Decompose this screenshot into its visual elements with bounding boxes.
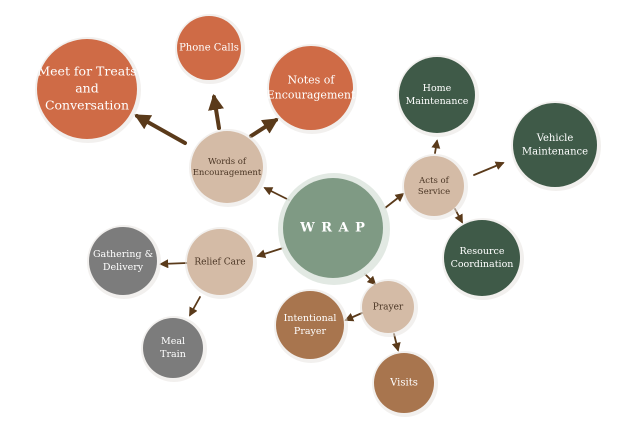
node-circle (177, 16, 241, 80)
node-label: Relief Care (194, 258, 245, 268)
node-label: Meet for Treats (37, 64, 136, 79)
arrow-connector (431, 139, 441, 154)
arrow-connector (391, 333, 401, 352)
node-label: W R A P (299, 221, 366, 236)
arrow-connector (159, 259, 188, 269)
node-label: Words of (208, 157, 247, 167)
node-label: Maintenance (406, 96, 469, 107)
node-label: Service (418, 187, 450, 197)
node-visits: Visits (372, 351, 438, 417)
node-label: Intentional (284, 313, 337, 324)
node-label: Train (160, 349, 186, 360)
node-label: Delivery (103, 262, 144, 273)
arrow-connector (364, 273, 377, 286)
node-label: and (75, 81, 99, 96)
arrow-connector (384, 192, 405, 209)
node-circle (191, 131, 263, 203)
node-label: Acts of (418, 176, 449, 186)
node-label: Vehicle (536, 133, 574, 144)
node-label: Notes of (287, 74, 335, 87)
node-label: Prayer (294, 326, 327, 337)
node-circle (513, 103, 597, 187)
node-circle (362, 281, 414, 333)
node-label: Encouragement (267, 88, 356, 101)
node-circle (269, 46, 353, 130)
node-label: Prayer (373, 303, 404, 313)
node-label: Gathering & (93, 249, 153, 260)
node-label: Visits (389, 378, 418, 389)
node-center: W R A P (278, 173, 390, 285)
node-circle (374, 353, 434, 413)
node-label: Meal (161, 336, 185, 347)
node-circle (404, 156, 464, 216)
arrow-connector (134, 114, 187, 145)
node-gathering-delivery: Gathering & Delivery (87, 225, 161, 299)
node-phone-calls: Phone Calls (175, 14, 245, 84)
node-prayer: Prayer (360, 279, 418, 337)
node-relief-care: Relief Care (185, 227, 257, 299)
arrow-connector (208, 93, 224, 130)
node-label: Resource (460, 246, 505, 257)
arrow-connector (189, 296, 201, 317)
node-label: Encouragement (193, 168, 262, 178)
node-label: Home (423, 83, 452, 94)
node-circle (89, 227, 157, 295)
node-label: Maintenance (522, 146, 588, 157)
arrow-connector (473, 161, 505, 176)
node-circle (187, 229, 253, 295)
node-label: Phone Calls (179, 43, 239, 54)
arrow-connector (249, 118, 279, 138)
node-circle (399, 57, 475, 133)
node-circle (444, 220, 520, 296)
arrow-connector (344, 312, 363, 322)
node-circle (143, 318, 203, 378)
node-circle (283, 178, 383, 278)
node-circle (37, 39, 137, 139)
node-label: Conversation (45, 97, 129, 112)
arrow-connector (256, 247, 284, 259)
node-label: Coordination (451, 259, 514, 270)
node-circle (276, 291, 344, 359)
arrow-connector (263, 187, 290, 201)
